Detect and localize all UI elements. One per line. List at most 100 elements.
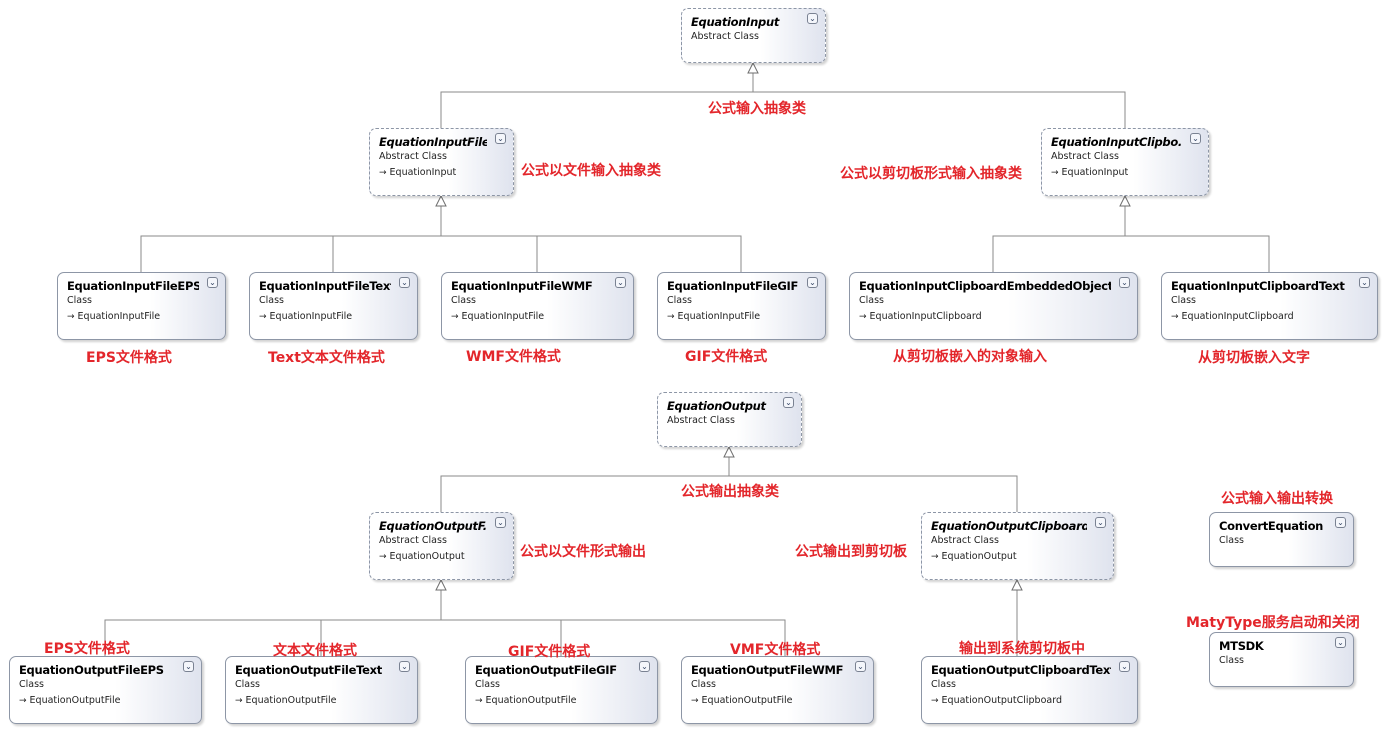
class-name: EquationOutputFileGIF [475, 663, 617, 677]
inherits-arrow-icon: → [235, 696, 243, 706]
class-output-file-text[interactable]: EquationOutputFileText Class →EquationOu… [225, 656, 418, 724]
class-input-file-text[interactable]: EquationInputFileText Class →EquationInp… [249, 272, 418, 340]
class-type: Class [1171, 295, 1196, 306]
inherits-arrow-icon: → [931, 696, 939, 706]
collapse-toggle-icon[interactable]: ⌄ [1095, 517, 1106, 528]
collapse-toggle-icon[interactable]: ⌄ [807, 277, 818, 288]
class-name: EquationOutput [667, 399, 766, 413]
class-equation-input[interactable]: EquationInput Abstract Class ⌄ [681, 8, 826, 63]
inherits-arrow-icon: → [691, 696, 699, 706]
base-class: →EquationInputClipboard [1171, 308, 1351, 326]
class-name: EquationInput [691, 15, 780, 29]
collapse-toggle-icon[interactable]: ⌄ [1119, 277, 1130, 288]
class-input-clipboard-text[interactable]: EquationInputClipboardText Class →Equati… [1161, 272, 1378, 340]
inherit-arrow-output [723, 445, 735, 458]
class-equation-output[interactable]: EquationOutput Abstract Class ⌄ [657, 392, 802, 447]
collapse-toggle-icon[interactable]: ⌄ [783, 397, 794, 408]
collapse-toggle-icon[interactable]: ⌄ [207, 277, 218, 288]
note-input-gif: GIF文件格式 [685, 349, 768, 365]
class-input-file-gif[interactable]: EquationInputFileGIF Class →EquationInpu… [657, 272, 826, 340]
class-input-file-eps[interactable]: EquationInputFileEPS Class →EquationInpu… [57, 272, 226, 340]
class-name: EquationInputClipboardText [1171, 279, 1345, 293]
class-type: Class [931, 679, 956, 690]
base-class: →EquationInputFile [451, 308, 607, 326]
collapse-toggle-icon[interactable]: ⌄ [495, 133, 506, 144]
class-type: Abstract Class [379, 151, 447, 162]
class-output-file-wmf[interactable]: EquationOutputFileWMF Class →EquationOut… [681, 656, 874, 724]
base-class: →EquationOutputFile [475, 692, 631, 710]
class-type: Class [1219, 655, 1244, 666]
note-output-eps: EPS文件格式 [44, 641, 130, 657]
class-name: EquationInputFileWMF [451, 279, 593, 293]
base-class-name: EquationInputClipboard [1181, 311, 1294, 322]
inherits-arrow-icon: → [667, 312, 675, 322]
class-name: EquationInputClipbo... [1051, 135, 1182, 149]
class-output-file-gif[interactable]: EquationOutputFileGIF Class →EquationOut… [465, 656, 658, 724]
base-class: →EquationInput [379, 164, 487, 182]
note-output-gif: GIF文件格式 [508, 644, 591, 660]
class-equation-output-file[interactable]: EquationOutputF... Abstract Class →Equat… [369, 512, 514, 580]
class-name: EquationInputFileGIF [667, 279, 799, 293]
class-input-clipboard-embedded[interactable]: EquationInputClipboardEmbeddedObject Cla… [849, 272, 1138, 340]
base-class-name: EquationOutput [389, 551, 465, 562]
inherits-arrow-icon: → [67, 312, 75, 322]
base-class-name: EquationInput [389, 167, 457, 178]
note-output-file: 公式以文件形式输出 [520, 544, 646, 560]
collapse-toggle-icon[interactable]: ⌄ [807, 13, 818, 24]
base-class-name: EquationOutputFile [245, 695, 337, 706]
note-mathtype: MatyType服务启动和关闭 [1186, 615, 1360, 631]
base-class: →EquationOutput [379, 548, 487, 566]
class-convert-equation[interactable]: ConvertEquation Class ⌄ [1209, 512, 1354, 567]
collapse-toggle-icon[interactable]: ⌄ [855, 661, 866, 672]
class-equation-output-clipboard[interactable]: EquationOutputClipboard Abstract Class →… [921, 512, 1114, 580]
inherits-arrow-icon: → [931, 552, 939, 562]
base-class: →EquationInputClipboard [859, 308, 1111, 326]
inherits-arrow-icon: → [19, 696, 27, 706]
collapse-toggle-icon[interactable]: ⌄ [615, 277, 626, 288]
class-name: EquationOutputClipboardText [931, 663, 1111, 677]
base-class-name: EquationInputFile [77, 311, 161, 322]
inherit-arrow-input [747, 61, 759, 74]
class-equation-input-clipboard[interactable]: EquationInputClipbo... Abstract Class →E… [1041, 128, 1209, 196]
note-input-file: 公式以文件输入抽象类 [521, 163, 661, 179]
class-name: EquationInputFileText [259, 279, 391, 293]
class-mtsdk[interactable]: MTSDK Class ⌄ [1209, 632, 1354, 687]
collapse-toggle-icon[interactable]: ⌄ [1335, 637, 1346, 648]
collapse-toggle-icon[interactable]: ⌄ [1335, 517, 1346, 528]
note-input-abstract: 公式输入抽象类 [708, 101, 806, 117]
class-name: ConvertEquation [1219, 519, 1324, 533]
base-class: →EquationOutput [931, 548, 1087, 566]
collapse-toggle-icon[interactable]: ⌄ [495, 517, 506, 528]
class-type: Class [451, 295, 476, 306]
class-name: EquationOutputFileEPS [19, 663, 164, 677]
class-output-file-eps[interactable]: EquationOutputFileEPS Class →EquationOut… [9, 656, 202, 724]
collapse-toggle-icon[interactable]: ⌄ [1190, 133, 1201, 144]
class-type: Class [67, 295, 92, 306]
base-class: →EquationOutputFile [235, 692, 391, 710]
class-input-file-wmf[interactable]: EquationInputFileWMF Class →EquationInpu… [441, 272, 634, 340]
inherits-arrow-icon: → [379, 168, 387, 178]
connector-input-clipboard-children [992, 235, 1270, 272]
collapse-toggle-icon[interactable]: ⌄ [183, 661, 194, 672]
collapse-toggle-icon[interactable]: ⌄ [1119, 661, 1130, 672]
class-type: Abstract Class [691, 31, 759, 42]
class-type: Class [19, 679, 44, 690]
note-output-clipboard: 公式输出到剪切板 [795, 544, 907, 560]
class-output-clipboard-text[interactable]: EquationOutputClipboardText Class →Equat… [921, 656, 1138, 724]
base-class-name: EquationInputClipboard [869, 311, 982, 322]
base-class-name: EquationOutputFile [485, 695, 577, 706]
collapse-toggle-icon[interactable]: ⌄ [399, 661, 410, 672]
class-equation-input-file[interactable]: EquationInputFile Abstract Class →Equati… [369, 128, 514, 196]
base-class-name: EquationInputFile [461, 311, 545, 322]
inherit-arrow-input-clipboard [1119, 194, 1131, 207]
class-type: Class [1219, 535, 1244, 546]
class-type: Class [235, 679, 260, 690]
inherit-arrow-output-clipboard [1011, 578, 1023, 591]
collapse-toggle-icon[interactable]: ⌄ [1359, 277, 1370, 288]
note-output-text: 文本文件格式 [273, 643, 357, 659]
note-convert: 公式输入输出转换 [1221, 491, 1333, 507]
collapse-toggle-icon[interactable]: ⌄ [399, 277, 410, 288]
class-name: EquationOutputFileWMF [691, 663, 844, 677]
collapse-toggle-icon[interactable]: ⌄ [639, 661, 650, 672]
